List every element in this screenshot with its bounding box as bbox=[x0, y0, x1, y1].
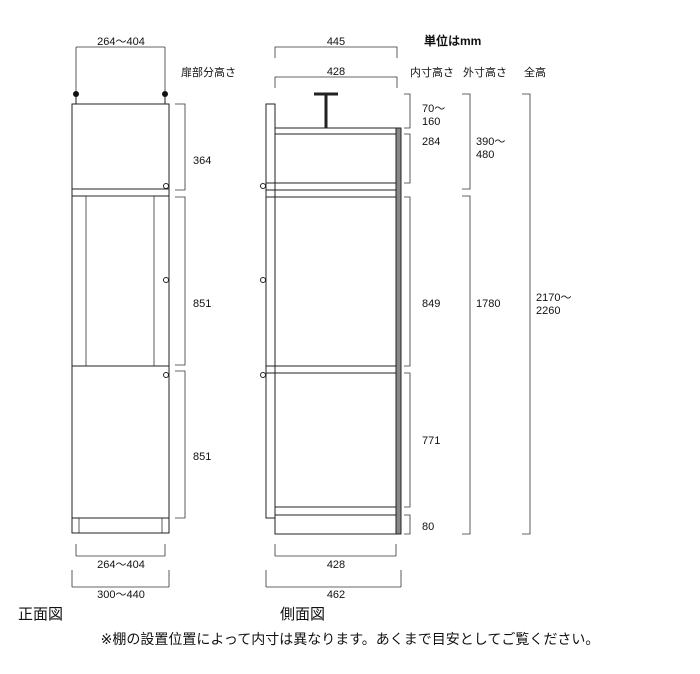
side-view: 単位はmm 445 428 内寸高さ 70〜160 284 849 771 80… bbox=[260, 33, 571, 623]
door-height-2: 851 bbox=[193, 298, 211, 310]
side-view-title: 側面図 bbox=[280, 606, 325, 623]
side-shelf-1 bbox=[265, 182, 397, 191]
total-height-value: 2170〜2260 bbox=[536, 292, 571, 317]
door-height-brackets bbox=[175, 103, 186, 519]
inner-height-3: 849 bbox=[422, 298, 440, 310]
side-top-outer-label: 445 bbox=[327, 36, 345, 48]
side-bottom-outer-dimension bbox=[265, 570, 402, 588]
door-knob-icon bbox=[163, 277, 169, 283]
side-inner-top-dimension bbox=[274, 76, 398, 88]
front-outer-width-dimension bbox=[71, 570, 170, 588]
door-heights-header: 扉部分高さ bbox=[181, 65, 236, 79]
side-door-edge bbox=[265, 103, 276, 519]
front-view: 264〜404 扉部分高さ 364 851 851 264〜404 300〜44 bbox=[18, 36, 236, 623]
inner-height-4: 771 bbox=[422, 435, 440, 447]
front-middle-door bbox=[71, 195, 170, 367]
door-knob-icon bbox=[260, 277, 266, 283]
door-knob-icon bbox=[163, 183, 169, 189]
front-outer-width-label: 300〜440 bbox=[97, 589, 145, 601]
tension-rod-icon bbox=[314, 92, 338, 128]
front-plinth bbox=[71, 517, 170, 534]
side-bottom-outer-label: 462 bbox=[327, 589, 345, 601]
front-top-width-dimension bbox=[75, 46, 166, 94]
door-knob-icon bbox=[260, 183, 266, 189]
unit-label: 単位はmm bbox=[424, 33, 481, 48]
outer-heights-header: 外寸高さ bbox=[463, 65, 507, 79]
side-shelf-2 bbox=[265, 189, 397, 198]
inner-height-2: 284 bbox=[422, 136, 440, 148]
inner-height-5: 80 bbox=[422, 521, 434, 533]
total-height-bracket bbox=[522, 93, 531, 535]
hanging-hook-icon bbox=[73, 91, 168, 104]
front-upper-door bbox=[71, 103, 170, 190]
front-view-title: 正面図 bbox=[18, 606, 63, 623]
outer-height-2: 1780 bbox=[476, 298, 500, 310]
front-inner-width-label: 264〜404 bbox=[97, 559, 145, 571]
side-bottom-inner-label: 428 bbox=[327, 559, 345, 571]
disclaimer-note: ※棚の設置位置によって内寸は異なります。あくまで目安としてご覧ください。 bbox=[101, 631, 600, 647]
outer-height-brackets bbox=[462, 93, 471, 535]
inner-height-1: 70〜160 bbox=[422, 103, 445, 128]
side-top-shelf bbox=[274, 127, 397, 135]
front-glass-panel bbox=[85, 195, 155, 367]
side-back-panel bbox=[395, 127, 402, 535]
door-knob-icon bbox=[260, 372, 266, 378]
side-bottom-inner-dimension bbox=[274, 544, 397, 557]
side-top-inner-label: 428 bbox=[327, 66, 345, 78]
inner-height-brackets bbox=[404, 93, 411, 535]
door-knob-icon bbox=[163, 372, 169, 378]
door-height-3: 851 bbox=[193, 451, 211, 463]
inner-heights-header: 内寸高さ bbox=[410, 65, 454, 79]
front-top-width-label: 264〜404 bbox=[97, 36, 145, 48]
outer-height-1: 390〜480 bbox=[476, 136, 505, 161]
total-height-header: 全高 bbox=[524, 65, 546, 79]
front-mid-board bbox=[71, 188, 170, 197]
side-shelf-3 bbox=[265, 365, 397, 374]
side-bottom-shelf bbox=[274, 506, 397, 516]
side-cabinet-body bbox=[274, 127, 397, 535]
side-outer-top-dimension bbox=[274, 46, 398, 58]
door-height-1: 364 bbox=[193, 155, 211, 167]
front-lower-door bbox=[71, 365, 170, 519]
front-inner-width-dimension bbox=[75, 544, 166, 557]
